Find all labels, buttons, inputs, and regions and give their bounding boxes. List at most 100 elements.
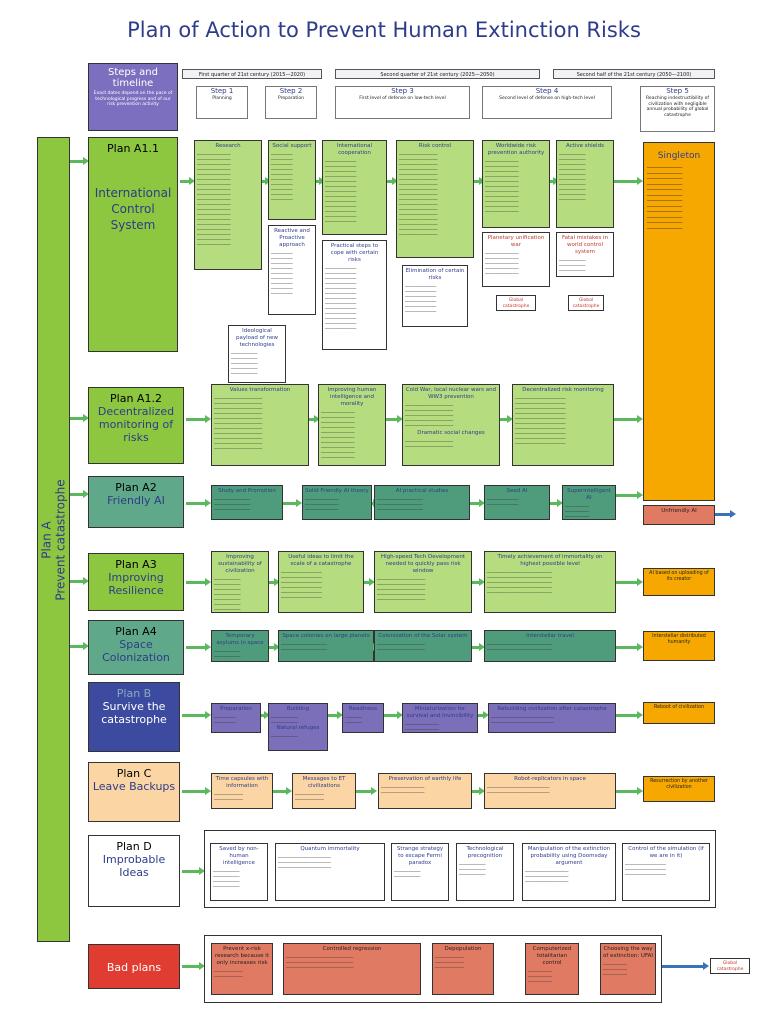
cell-body: ────────────────────────────────────────…: [485, 159, 519, 214]
cell-title: Improving sustainability of civilization: [218, 554, 262, 574]
era-2: Second quarter of 21st century (2025—205…: [335, 69, 540, 79]
cell-body: ────────────────────────────────────────…: [377, 577, 426, 602]
step-desc: Preparation: [278, 96, 304, 101]
cell-risk-control: Risk control────────────────────────────…: [396, 140, 474, 258]
arrow: [180, 177, 195, 185]
cell-non-human-intelligence: Saved by non-human intelligence─────────…: [210, 843, 268, 901]
cell-immortality: Timely achievement of immortality on hig…: [484, 551, 616, 613]
cell-values-transformation: Values transformation───────────────────…: [211, 384, 309, 466]
cell-cold-war: Cold War, local nuclear wars and WW3 pre…: [402, 384, 500, 466]
plan-a2: Plan A2 Friendly AI: [88, 476, 184, 528]
arrow: [616, 643, 643, 651]
arrow: [616, 491, 643, 499]
cell-fermi-strategy: Strange strategy to escape Fermi paradox…: [391, 843, 449, 901]
cell-body: ───────────: [271, 734, 298, 739]
cell-title: Quantum immortality: [300, 846, 360, 852]
plan-id: Plan A2: [115, 481, 157, 494]
plan-name: Improving Resilience: [108, 571, 164, 597]
step-desc: Planning: [212, 96, 232, 101]
cell-depopulation: Depopulation ────────────────────────────…: [432, 943, 494, 995]
cell-title: Technological precognition: [466, 846, 504, 859]
arrow: [472, 643, 485, 651]
cell-body: ────────────────────────────────────: [381, 785, 425, 795]
cell-body: ──────────────────: [214, 715, 236, 725]
cell-active-shields: Active shields──────────────────────────…: [556, 140, 614, 228]
cell-title: Study and Promotion: [218, 488, 276, 494]
cell-precognition: Technological precognition──────────────…: [456, 843, 514, 901]
cell-title: Computerized totalitarian control: [532, 946, 572, 966]
cell-sustainability: Improving sustainability of civilization…: [211, 551, 269, 613]
arrow: [70, 577, 89, 585]
arrow: [550, 499, 563, 507]
global-catastrophe-label: Global catastrophe: [502, 298, 530, 309]
cell-reactive-proactive: Reactive and Proactive approach─────────…: [268, 225, 316, 315]
cell-title: Superintelligent AI: [567, 488, 611, 501]
step-label: Step 5: [666, 87, 689, 95]
step-label: Step 1: [210, 87, 234, 95]
cell-title: Cold War, local nuclear wars and WW3 pre…: [405, 387, 497, 400]
plan-a3: Plan A3 Improving Resilience: [88, 553, 184, 611]
cell-title: International cooperation: [336, 143, 373, 156]
arrow: [182, 962, 205, 970]
cell-body: ────────────────────────────────────────…: [305, 497, 339, 512]
cell-messages-et: Messages to ET civilizations────────────…: [292, 773, 356, 809]
arrow: [478, 711, 489, 719]
cell-body: ────────────────────────────────────────…: [214, 577, 241, 612]
arrow: [387, 177, 398, 185]
reboot-label: Reboot of civilization: [654, 705, 704, 710]
arrow: [70, 157, 89, 165]
cell-title: High-speed Tech Development needed to qu…: [380, 554, 466, 574]
global-catastrophe-box: Global catastrophe: [496, 295, 536, 311]
arrow: [328, 711, 343, 719]
ai-upload-box: AI based on uploading of its creator: [643, 568, 715, 596]
cell-body: ────────────────────────────────────────…: [321, 410, 355, 460]
cell-body: ──────────────────────────: [487, 497, 519, 507]
arrow: [472, 578, 485, 586]
arrow: [309, 415, 320, 423]
cell-time-capsules: Time capsules with information ──────────…: [211, 773, 273, 809]
cell-elimination: Elimination of certain risks────────────…: [402, 265, 468, 327]
cell-body: ────────────────────────────────────: [435, 955, 464, 970]
cell-body: ────────────────────────────────────────…: [487, 570, 553, 595]
global-catastrophe-label: Global catastrophe: [572, 298, 600, 309]
cell-body: ────────────────────────────────────────…: [559, 152, 586, 202]
cell-preparation: Preparation──────────────────: [211, 703, 261, 733]
unfriendly-ai-label: Unfriendly AI: [661, 508, 697, 514]
cell-body: ────────────────────────────────────────…: [485, 251, 519, 276]
plan-a12: Plan A1.2 Decentralized monitoring of ri…: [88, 387, 184, 464]
cell-title: Values transformation: [229, 387, 291, 393]
page-title: Plan of Action to Prevent Human Extincti…: [127, 18, 641, 42]
cell-title: Temporary asylums in space: [216, 633, 264, 646]
arrow: [616, 578, 643, 586]
cell-quantum-immortality: Quantum immortality─────────────────────…: [275, 843, 385, 901]
cell-body: ────────────────────────────────────────: [377, 642, 426, 652]
cell-title: Building: [286, 706, 310, 712]
plan-id: Plan A1.2: [110, 392, 162, 405]
plan-id: Plan B: [116, 687, 152, 700]
plan-name: Improbable Ideas: [102, 853, 166, 879]
cell-title: Prevent x-risk research because it only …: [215, 946, 269, 966]
cell-research: Research────────────────────────────────…: [194, 140, 262, 270]
cell-title: Messages to ET civilizations: [302, 776, 346, 789]
unfriendly-ai-box: Unfriendly AI: [643, 505, 715, 525]
cell-fatal-mistakes: Fatal mistakes in world control system──…: [556, 232, 614, 277]
cell-temporary-asylums: Temporary asylums in space──────────────…: [211, 630, 269, 662]
plan-bad: Bad plans: [88, 944, 180, 989]
cell-body: ──────────────────────────────: [603, 962, 628, 977]
plan-name: Friendly AI: [107, 494, 165, 507]
arrow: [269, 578, 280, 586]
cell-title: Preservation of earthly life: [388, 776, 462, 782]
cell-title: Depopulation: [444, 946, 482, 952]
cell-title: Ideological payload of new technologies: [235, 328, 279, 348]
interstellar-humanity-label: Interstellar distributed humanity: [652, 634, 706, 645]
cell-title: Space colonies on large planets: [282, 633, 370, 639]
step-label: Step 3: [391, 87, 414, 95]
plan-id: Plan A4: [115, 625, 157, 638]
cell-body: ────────────────────────: [214, 792, 243, 802]
singleton-body: ────────────────────────────────────────…: [647, 166, 683, 232]
cell-limit-scale: Useful ideas to limit the scale of a cat…: [278, 551, 364, 613]
cell-body: ──────────────: [345, 715, 362, 725]
cell-title: Time capsules with information: [215, 776, 269, 789]
